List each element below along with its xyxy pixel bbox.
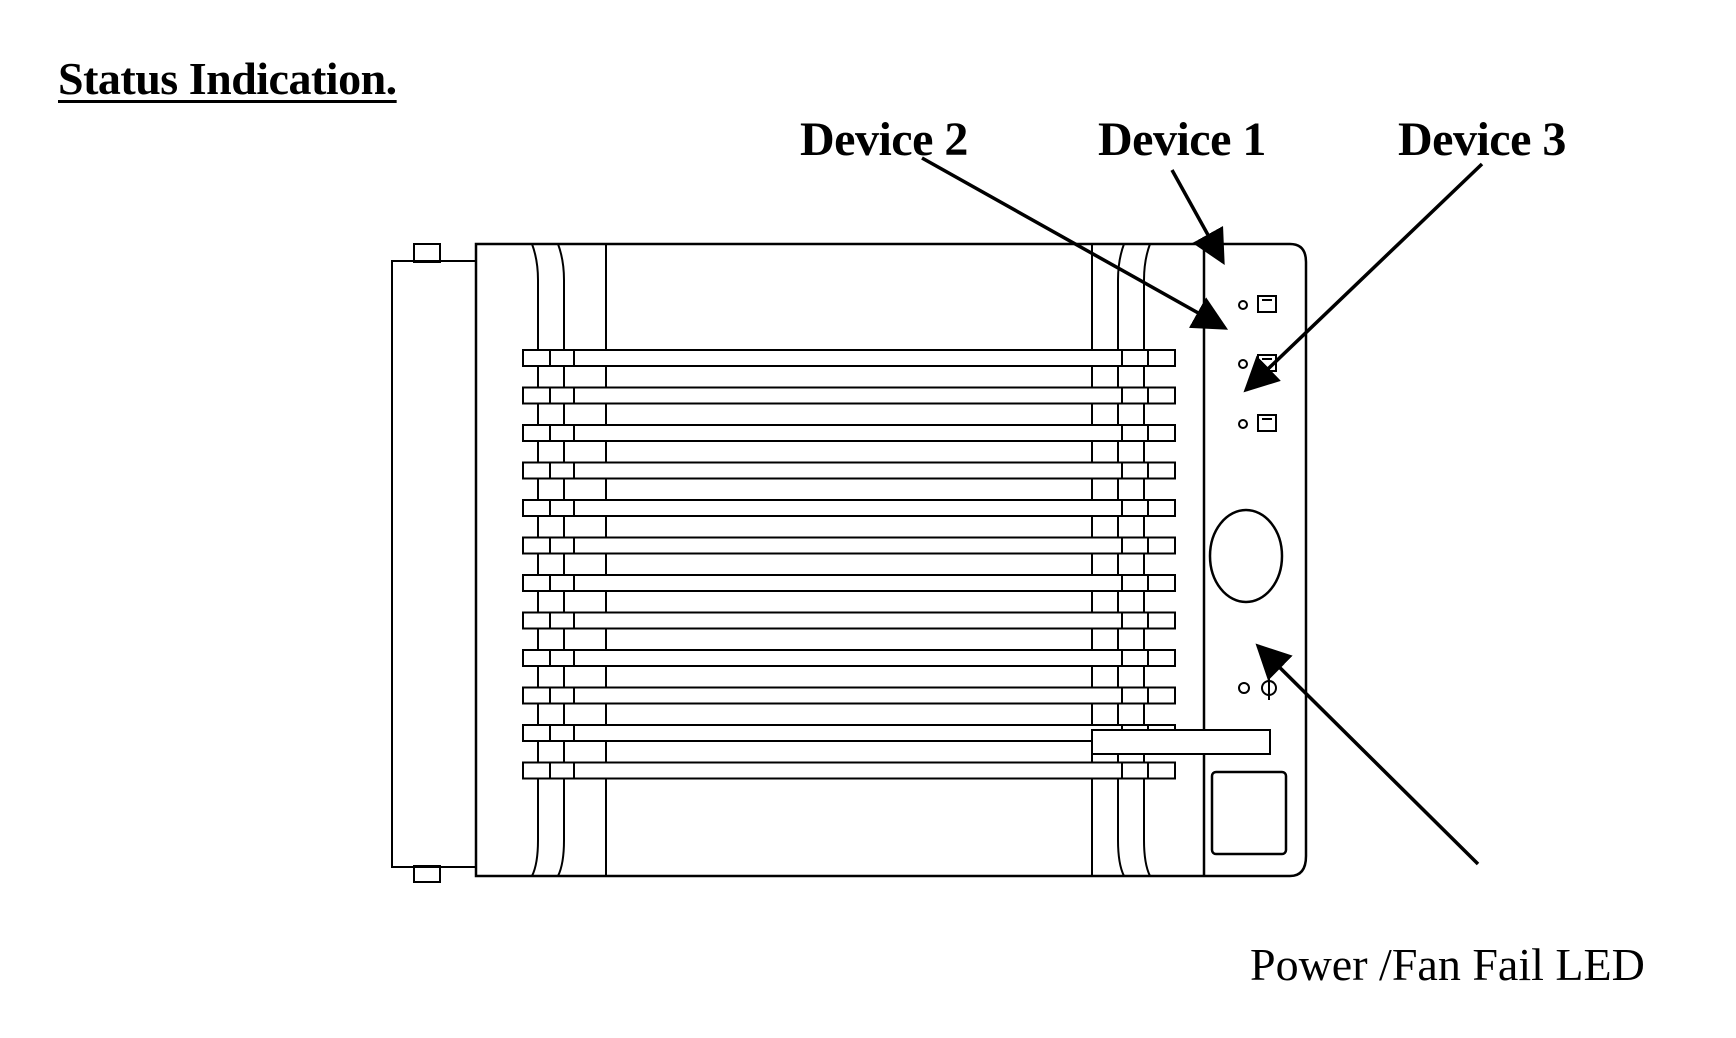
cooling-fin: [522, 386, 1176, 405]
label-device-2: Device 2: [800, 113, 968, 166]
drive-led-device-3: [1238, 414, 1277, 432]
cooling-fin: [522, 349, 1176, 367]
cooling-fin: [522, 649, 1176, 667]
arrow-device-1: [1170, 169, 1225, 266]
label-device-3: Device 3: [1398, 113, 1566, 166]
power-fan-fail-led: [1238, 676, 1277, 700]
cooling-fins: [522, 349, 1176, 780]
cooling-fin: [522, 461, 1176, 480]
left-rails: [531, 243, 607, 877]
cooling-fin: [522, 686, 1176, 705]
cooling-fin: [522, 424, 1176, 442]
annotation-arrows: [921, 156, 1484, 866]
cooling-fin: [522, 499, 1176, 517]
arrow-device-3: [1243, 162, 1484, 393]
page-title: Status Indication.: [58, 53, 397, 104]
arrow-power-led: [1255, 643, 1480, 866]
cooling-fin: [522, 761, 1176, 780]
cooling-fin: [522, 536, 1176, 555]
left-handle: [391, 243, 477, 883]
arrow-device-2: [921, 156, 1229, 330]
lower-bay: [1210, 770, 1288, 856]
drive-led-device-1: [1238, 295, 1277, 313]
latch-bar: [1091, 729, 1271, 755]
cooling-fin: [522, 724, 1176, 742]
cooling-fin: [522, 611, 1176, 630]
enclosure-body: [474, 242, 1308, 878]
label-power-fan-fail-led: Power /Fan Fail LED: [1250, 939, 1645, 990]
label-device-1: Device 1: [1098, 113, 1266, 166]
right-rails: [1091, 243, 1151, 877]
cooling-fin: [522, 574, 1176, 592]
power-button: [1208, 508, 1284, 604]
